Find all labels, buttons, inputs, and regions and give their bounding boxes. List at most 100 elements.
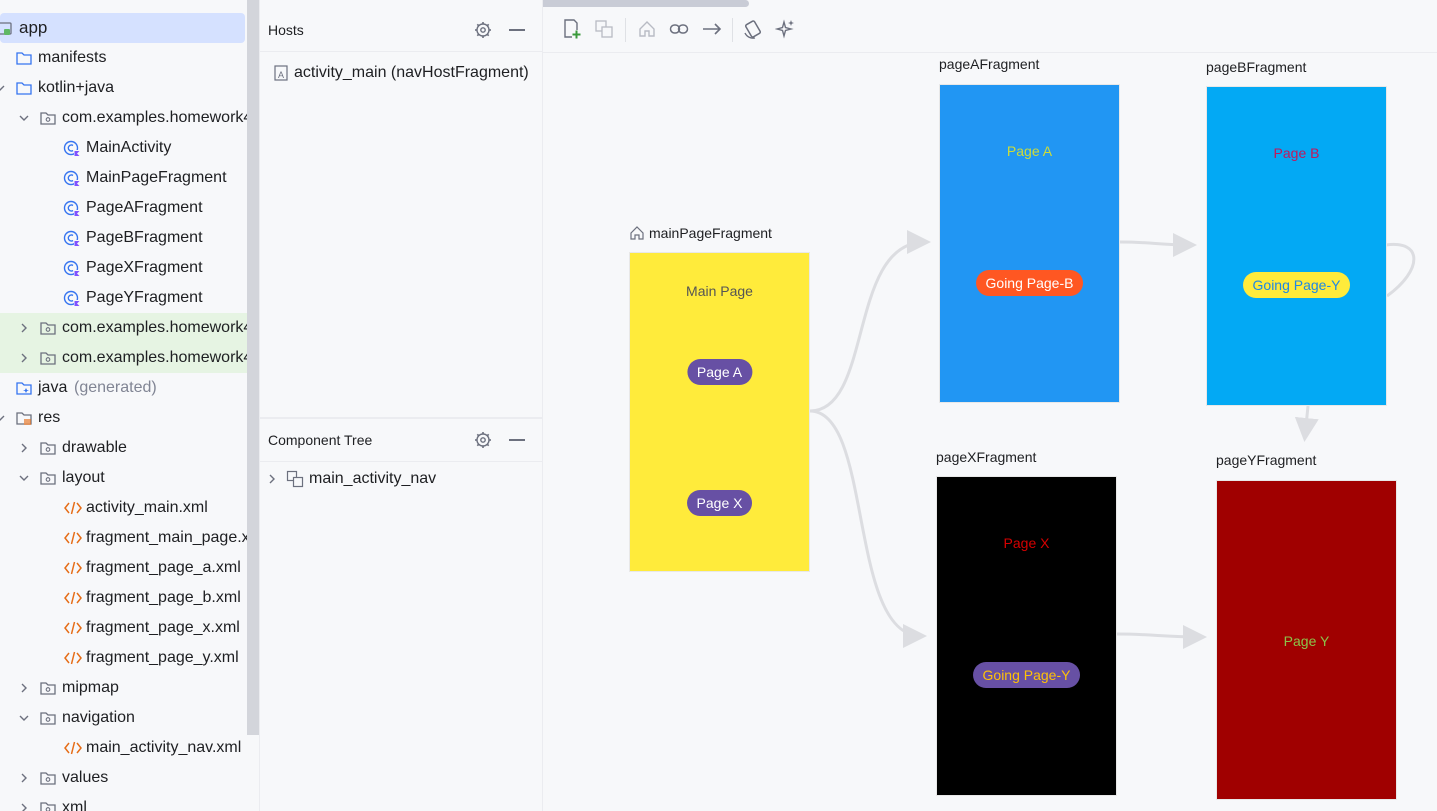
minimize-icon[interactable]: [509, 29, 525, 31]
project-tree-item[interactable]: PageYFragment: [0, 283, 247, 313]
component-tree-title: Component Tree: [268, 432, 373, 448]
project-tree-item-label: fragment_page_b.xml: [86, 589, 241, 606]
project-tree-item-label: main_activity_nav.xml: [86, 739, 242, 756]
project-tree-item[interactable]: app: [0, 13, 245, 43]
project-tree-scrollbar[interactable]: [247, 0, 259, 735]
project-tree-item[interactable]: res: [0, 403, 247, 433]
minimize-icon[interactable]: [509, 439, 525, 441]
page-a-button[interactable]: Page A: [686, 359, 753, 385]
action-page-a-to-page-b[interactable]: [1119, 232, 1197, 257]
main-fragment-title[interactable]: mainPageFragment: [629, 225, 772, 241]
component-tree-item-label: main_activity_nav: [309, 470, 437, 487]
project-tree-item[interactable]: PageBFragment: [0, 223, 247, 253]
going-page-b-button[interactable]: Going Page-B: [975, 270, 1084, 296]
deep-link-icon[interactable]: [668, 18, 690, 40]
project-tree-item[interactable]: xml: [0, 793, 247, 811]
project-tree-item[interactable]: java(generated): [0, 373, 247, 403]
main-fragment-preview[interactable]: Main Page Page A Page X: [629, 252, 810, 572]
action-main-to-page-a[interactable]: [809, 230, 931, 413]
chevron-right-icon[interactable]: [18, 682, 30, 694]
going-page-y-button[interactable]: Going Page-Y: [1242, 272, 1351, 298]
auto-arrange-icon[interactable]: [742, 18, 764, 40]
page-b-text: Page B: [1273, 145, 1320, 161]
arrow-right-icon[interactable]: [701, 18, 723, 40]
chevron-down-icon[interactable]: [0, 82, 6, 94]
chevron-right-icon[interactable]: [266, 473, 278, 485]
chevron-right-icon[interactable]: [18, 442, 30, 454]
project-tree-item[interactable]: mipmap: [0, 673, 247, 703]
project-tree-item[interactable]: com.examples.homework4: [0, 313, 247, 343]
chevron-down-icon[interactable]: [18, 472, 30, 484]
project-tree-item-label: activity_main.xml: [86, 499, 208, 516]
ai-sparkle-icon[interactable]: [774, 18, 797, 40]
page-y-fragment-preview[interactable]: Page Y: [1216, 480, 1397, 800]
navigation-editor-canvas[interactable]: mainPageFragment Main Page Page A Page X…: [543, 0, 1437, 811]
generated-folder-icon: [15, 379, 33, 397]
horizontal-scrollbar[interactable]: [543, 0, 749, 7]
chevron-right-icon[interactable]: [18, 352, 30, 364]
going-page-y-button[interactable]: Going Page-Y: [972, 662, 1081, 688]
toolbar-separator: [732, 18, 733, 42]
project-tree-item[interactable]: drawable: [0, 433, 247, 463]
page-a-fragment-preview[interactable]: Page A Going Page-B: [939, 84, 1120, 403]
project-tree-item[interactable]: MainPageFragment: [0, 163, 247, 193]
project-tree-item[interactable]: kotlin+java: [0, 73, 247, 103]
page-b-fragment-preview[interactable]: Page B Going Page-Y: [1206, 86, 1387, 406]
xml-icon: [63, 499, 82, 517]
action-main-to-page-x[interactable]: [809, 409, 927, 648]
component-tree-header: Component Tree: [260, 418, 542, 462]
home-icon[interactable]: [636, 18, 658, 40]
project-tree-item[interactable]: activity_main.xml: [0, 493, 247, 523]
action-page-b-to-page-y[interactable]: [1294, 405, 1319, 442]
xml-icon: [63, 649, 82, 667]
chevron-right-icon[interactable]: [18, 772, 30, 784]
page-x-button[interactable]: Page X: [686, 490, 753, 516]
project-tree-item-label: app: [19, 18, 48, 37]
project-tree-item[interactable]: fragment_page_a.xml: [0, 553, 247, 583]
project-tree-item[interactable]: MainActivity: [0, 133, 247, 163]
host-item[interactable]: A activity_main (navHostFragment): [274, 60, 529, 86]
project-tree-item[interactable]: main_activity_nav.xml: [0, 733, 247, 763]
new-destination-icon[interactable]: [561, 18, 583, 40]
project-tree-item[interactable]: fragment_page_y.xml: [0, 643, 247, 673]
project-tree-item[interactable]: PageAFragment: [0, 193, 247, 223]
project-tree-item[interactable]: PageXFragment: [0, 253, 247, 283]
page-x-fragment-title[interactable]: pageXFragment: [936, 449, 1037, 465]
package-icon: [39, 799, 57, 811]
page-x-fragment-preview[interactable]: Page X Going Page-Y: [936, 476, 1117, 796]
gear-icon[interactable]: [474, 21, 492, 39]
panel-splitter[interactable]: [260, 417, 542, 419]
chevron-right-icon[interactable]: [18, 322, 30, 334]
component-tree-item[interactable]: main_activity_nav: [266, 466, 436, 492]
project-tree-item[interactable]: fragment_main_page.xml: [0, 523, 247, 553]
folder-icon: [15, 49, 33, 67]
project-tree-item[interactable]: layout: [0, 463, 247, 493]
project-tree-item[interactable]: manifests: [0, 43, 247, 73]
package-icon: [39, 769, 57, 787]
page-a-fragment-title[interactable]: pageAFragment: [939, 56, 1040, 72]
page-b-fragment-title[interactable]: pageBFragment: [1206, 59, 1307, 75]
project-tree-item-label: java: [38, 379, 68, 396]
project-tree-item[interactable]: com.examples.homework4: [0, 343, 247, 373]
project-tree-item[interactable]: values: [0, 763, 247, 793]
action-page-x-to-page-y[interactable]: [1116, 624, 1207, 649]
project-tree-item[interactable]: navigation: [0, 703, 247, 733]
page-y-fragment-title[interactable]: pageYFragment: [1216, 452, 1317, 468]
gear-icon[interactable]: [474, 431, 492, 449]
page-a-text: Page A: [1006, 143, 1053, 159]
panel-divider[interactable]: [259, 0, 260, 811]
project-tree-item[interactable]: fragment_page_b.xml: [0, 583, 247, 613]
action-page-b-self[interactable]: [1385, 242, 1416, 298]
chevron-down-icon[interactable]: [0, 412, 6, 424]
package-icon: [39, 319, 57, 337]
chevron-down-icon[interactable]: [18, 712, 30, 724]
chevron-right-icon[interactable]: [18, 802, 30, 811]
project-tree-item-label: PageAFragment: [86, 199, 203, 216]
project-tree-item[interactable]: com.examples.homework4: [0, 103, 247, 133]
kotlin-class-icon: [63, 139, 81, 157]
project-tree-item-label: fragment_page_a.xml: [86, 559, 241, 576]
chevron-down-icon[interactable]: [18, 112, 30, 124]
host-item-label: activity_main (navHostFragment): [294, 64, 529, 81]
project-tree-item[interactable]: fragment_page_x.xml: [0, 613, 247, 643]
nested-graph-icon[interactable]: [593, 18, 615, 40]
